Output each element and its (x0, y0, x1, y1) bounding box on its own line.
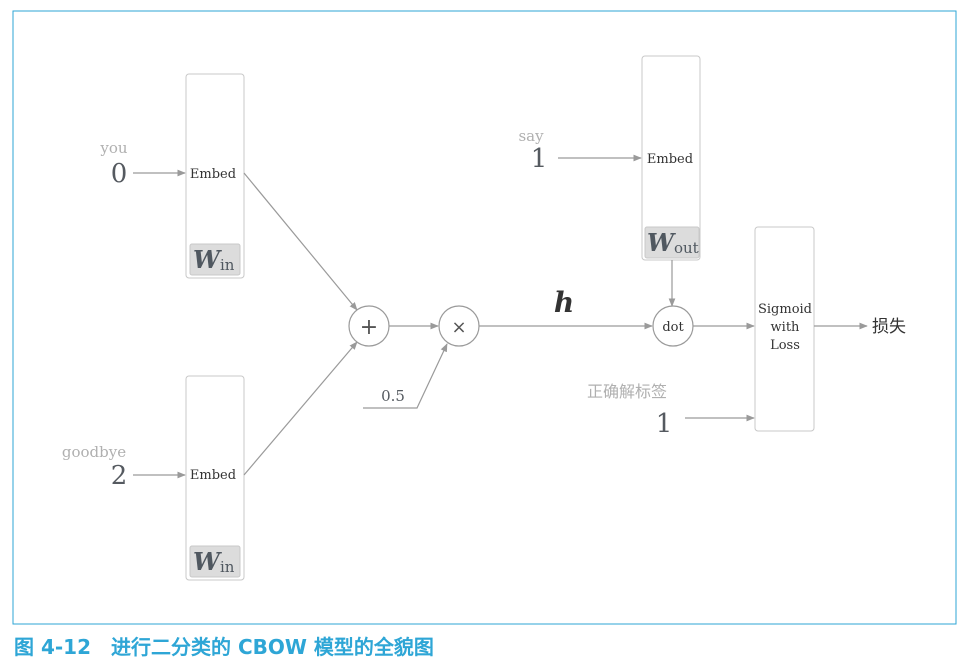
scale-value: 0.5 (381, 387, 405, 405)
sigmoid-line3: Loss (770, 338, 800, 353)
input-word-goodbye: goodbye (62, 443, 126, 461)
input-index-you: 0 (111, 159, 128, 189)
win-label: Win (193, 547, 235, 576)
win-label: Win (193, 245, 235, 274)
arrow-embed-you-to-plus (243, 172, 358, 311)
embed-box (185, 375, 245, 581)
plus-symbol: + (360, 315, 378, 340)
embed-block-goodbye: Embed Win (185, 375, 245, 581)
win-box (189, 243, 241, 276)
embed-box (185, 73, 245, 279)
embed-label: Embed (190, 167, 236, 182)
input-word-say: say (518, 127, 544, 145)
input-index-goodbye: 2 (111, 461, 128, 491)
embed-box (641, 55, 701, 261)
arrow-embed-goodbye-to-plus (243, 341, 358, 476)
input-word-you: you (99, 139, 128, 157)
embed-block-you: Embed Win (185, 73, 245, 279)
hidden-label: h (554, 286, 574, 319)
dot-label: dot (662, 320, 684, 335)
correct-label-value: 1 (656, 409, 673, 439)
loss-label: 损失 (872, 317, 906, 337)
wout-box (644, 226, 700, 259)
win-box (189, 545, 241, 578)
embed-label: Embed (647, 152, 693, 167)
sigmoid-loss-box (754, 226, 815, 432)
scale-input-line (363, 343, 448, 409)
sigmoid-line2: with (771, 320, 801, 335)
sigmoid-line1: Sigmoid (758, 302, 812, 317)
embed-label: Embed (190, 468, 236, 483)
correct-label-text: 正确解标签 (587, 382, 667, 401)
embed-block-say: Embed Wout (641, 55, 701, 261)
figure-caption: 图 4-12 进行二分类的 CBOW 模型的全貌图 (14, 635, 434, 659)
figure-frame (12, 10, 957, 625)
input-index-say: 1 (531, 144, 548, 174)
times-symbol: × (451, 317, 466, 338)
wout-label: Wout (647, 228, 699, 257)
